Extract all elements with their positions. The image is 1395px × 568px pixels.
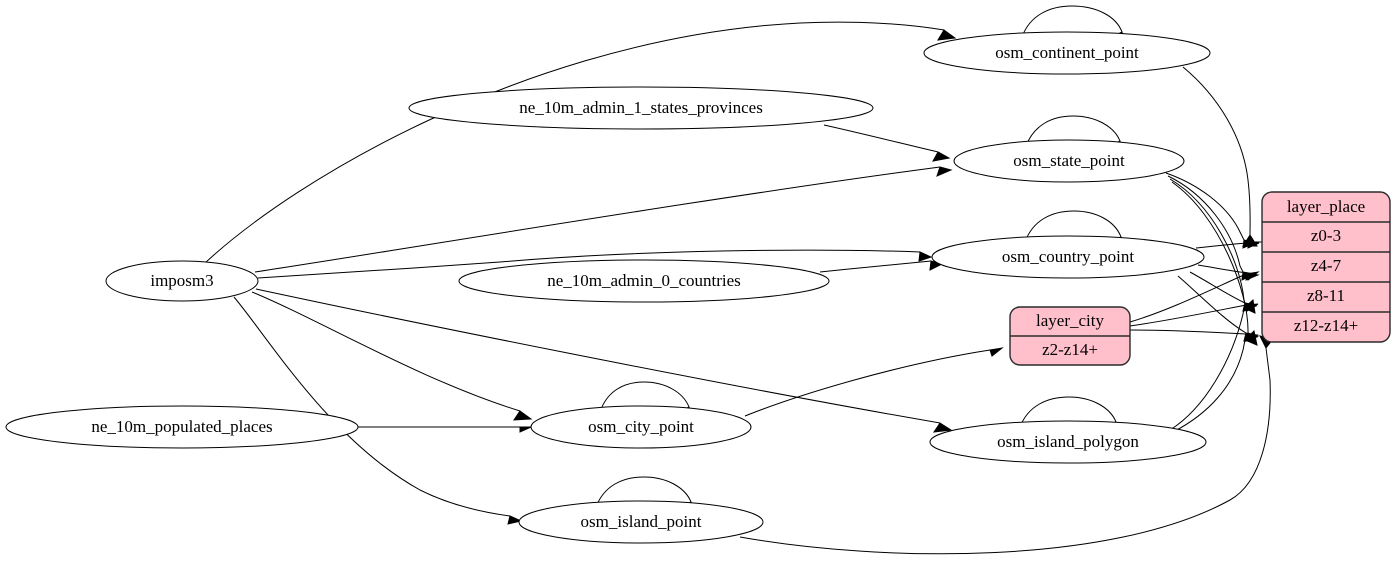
edge-imposm3-to-osm_country_point	[257, 249, 921, 279]
node-osm_island_point[interactable]: osm_island_point	[518, 500, 764, 544]
edge-layer	[204, 21, 1274, 555]
arrowhead	[989, 347, 1004, 357]
edge-imposm3-to-osm_city_point	[251, 291, 521, 412]
node-osm_island_polygon[interactable]: osm_island_polygon	[929, 420, 1207, 464]
arrowhead	[507, 515, 523, 525]
self-loop-osm_country_point	[1024, 210, 1122, 243]
record-row-z2-z14[interactable]: z2-z14+	[1042, 340, 1098, 359]
node-label: osm_country_point	[1002, 247, 1134, 266]
arrowhead	[918, 251, 933, 262]
node-osm_country_point[interactable]: osm_country_point	[931, 235, 1205, 279]
arrowhead	[936, 166, 953, 177]
edge-osm_island_polygon-to-layer_place-z8-11	[1169, 307, 1245, 431]
edge-imposm3-to-osm_island_point	[233, 296, 511, 517]
edge-osm_state_point-to-layer_place-z8-11	[1169, 178, 1246, 304]
node-label: ne_10m_admin_1_states_provinces	[519, 98, 763, 117]
record-node-layer-city[interactable]: layer_city z2-z14+	[1009, 306, 1131, 366]
record-header: layer_place	[1287, 197, 1365, 216]
edge-layer_city-to-layer_place-z8-11	[1129, 304, 1247, 327]
node-ne_10m_populated_places[interactable]: ne_10m_populated_places	[5, 405, 359, 449]
node-ne_10m_admin_1_states_provinces[interactable]: ne_10m_admin_1_states_provinces	[408, 86, 874, 130]
arrowhead	[1243, 299, 1256, 314]
edge-ne_10m_admin_1_states_provinces-to-osm_state_point	[823, 124, 939, 153]
edge-osm_island_polygon-to-layer_place-z12-z14+	[1172, 339, 1246, 433]
record-row-z0-3[interactable]: z0-3	[1311, 226, 1341, 245]
node-label: osm_island_polygon	[997, 432, 1139, 451]
edge-imposm3-to-osm_state_point	[254, 166, 941, 273]
node-osm_state_point[interactable]: osm_state_point	[953, 139, 1185, 183]
edge-layer_city-to-layer_place-z12-z14+	[1129, 329, 1247, 335]
edge-imposm3-to-osm_island_polygon	[255, 288, 941, 424]
edge-osm_state_point-to-layer_place-z0-3	[1165, 172, 1245, 241]
edge-osm_state_point-to-layer_place-z12-z14+	[1171, 181, 1249, 333]
ellipse-node-layer: imposm3 ne_10m_populated_places ne_10m_a…	[5, 31, 1211, 544]
record-row-z12-z14[interactable]: z12-z14+	[1294, 316, 1358, 335]
arrowhead	[1245, 271, 1260, 281]
edge-osm_country_point-to-layer_place-z8-11	[1189, 271, 1246, 304]
self-loop-osm_continent_point	[1021, 5, 1123, 38]
arrowhead	[1247, 242, 1260, 249]
edge-layer_city-to-layer_place-z4-7	[1129, 273, 1247, 323]
node-label: imposm3	[150, 271, 213, 290]
self-loop-osm_island_polygon	[1019, 396, 1117, 428]
arrowhead	[1244, 329, 1258, 346]
self-loop-osm_state_point	[1025, 115, 1121, 147]
record-row-z8-11[interactable]: z8-11	[1307, 286, 1345, 305]
edge-imposm3-to-osm_continent_point	[204, 21, 945, 264]
node-label: osm_continent_point	[995, 43, 1139, 62]
node-imposm3[interactable]: imposm3	[105, 260, 259, 302]
edge-osm_country_point-to-layer_place-z4-7	[1197, 264, 1248, 274]
arrowhead	[932, 422, 953, 433]
node-ne_10m_admin_0_countries[interactable]: ne_10m_admin_0_countries	[458, 259, 830, 303]
record-row-z4-7[interactable]: z4-7	[1311, 256, 1342, 275]
edge-osm_city_point-to-layer_city	[744, 349, 991, 417]
edge-osm_island_point-to-layer_place-z12-z14+	[739, 347, 1271, 555]
node-osm_continent_point[interactable]: osm_continent_point	[923, 31, 1211, 75]
self-loop-osm_city_point	[599, 381, 690, 413]
arrowhead	[937, 29, 957, 41]
node-label: osm_city_point	[588, 417, 694, 436]
node-label: osm_island_point	[581, 512, 702, 531]
record-node-layer-place[interactable]: layer_place z0-3 z4-7 z8-11 z12-z14+	[1261, 191, 1391, 343]
edge-osm_state_point-to-layer_place-z4-7	[1167, 175, 1244, 273]
self-loop-osm_island_point	[595, 476, 692, 508]
record-header: layer_city	[1036, 311, 1104, 330]
arrowhead	[513, 410, 533, 421]
node-label: ne_10m_populated_places	[91, 417, 272, 436]
arrowhead	[932, 151, 951, 162]
arrowhead	[519, 426, 532, 433]
node-label: ne_10m_admin_0_countries	[547, 271, 741, 290]
edge-osm_country_point-to-layer_place-z0-3	[1195, 242, 1249, 249]
node-label: osm_state_point	[1013, 151, 1125, 170]
edge-ne_10m_admin_0_countries-to-osm_country_point	[819, 260, 932, 273]
edge-osm_continent_point-to-layer_place-z0-3	[1182, 66, 1251, 236]
node-osm_city_point[interactable]: osm_city_point	[530, 405, 752, 449]
